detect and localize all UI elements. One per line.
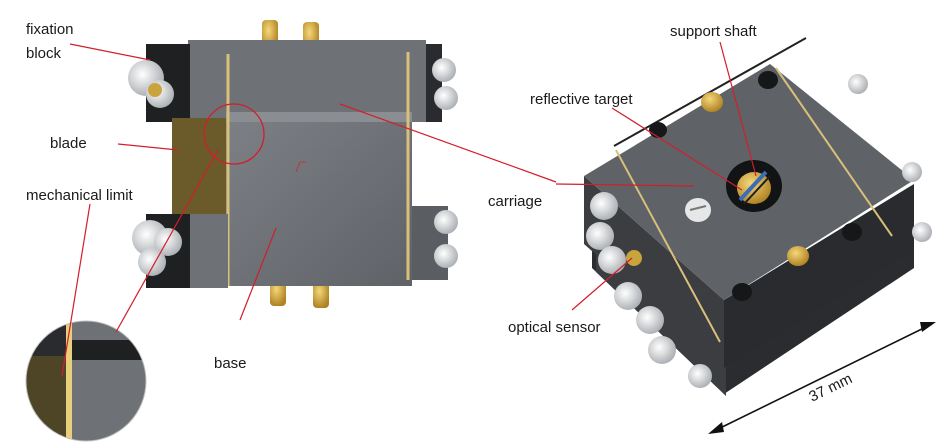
base-body: [226, 52, 412, 286]
screw-heads-right: [586, 74, 932, 388]
label-reflective-target: reflective target: [530, 91, 633, 108]
blade-plate: [172, 118, 232, 216]
brass-pins-bottom: [270, 280, 329, 308]
mechanical-limit-highlight: [203, 103, 265, 165]
left-assembly: [128, 20, 458, 308]
mounting-holes: [649, 71, 862, 301]
carriage-side: [584, 176, 724, 368]
upper-fixation-block: [146, 40, 442, 122]
support-shaft-part: [726, 160, 782, 212]
label-dimension: 37 mm: [806, 370, 855, 405]
screw-heads-left: [128, 58, 458, 276]
lower-fixation-block: [146, 206, 448, 288]
label-support-shaft: support shaft: [670, 23, 758, 40]
zoom-inset: [25, 320, 147, 442]
label-blade: blade: [50, 135, 87, 152]
label-fixation-line2: block: [26, 45, 62, 62]
leader-lines: [61, 41, 757, 377]
label-carriage: carriage: [488, 193, 542, 210]
dimension-arrow: [708, 322, 936, 434]
label-mechanical-limit: mechanical limit: [26, 187, 134, 204]
right-assembly: [584, 37, 932, 396]
label-base: base: [214, 355, 247, 372]
label-optical-sensor: optical sensor: [508, 319, 601, 336]
label-fixation-line1: fixation: [26, 21, 74, 38]
